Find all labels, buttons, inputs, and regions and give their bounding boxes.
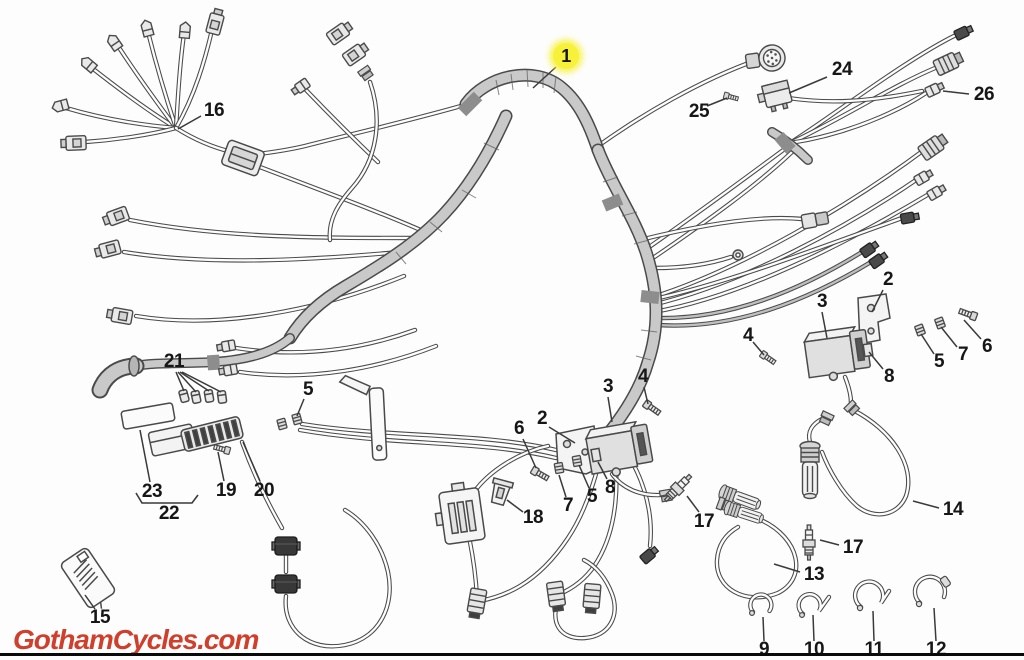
leader-lines xyxy=(84,66,982,642)
logo: GothamCycles.com xyxy=(13,624,259,655)
spark-plug-17 xyxy=(802,524,816,561)
connector xyxy=(50,98,70,114)
connector xyxy=(139,18,155,38)
boot-cuff xyxy=(128,355,140,377)
nut-5 xyxy=(276,417,288,431)
washer-7 xyxy=(933,316,947,330)
connector xyxy=(219,138,267,178)
connector xyxy=(92,238,123,261)
connector xyxy=(178,20,192,40)
round-connector xyxy=(743,42,788,76)
wire-layer xyxy=(63,27,959,649)
connector xyxy=(60,134,87,152)
annotation-graphics xyxy=(135,492,199,504)
relay-24 xyxy=(756,79,793,113)
connector xyxy=(357,64,375,82)
washer-5 xyxy=(571,454,583,468)
connector-19-target xyxy=(271,536,301,556)
connector xyxy=(341,39,372,68)
brace-22 xyxy=(135,492,199,504)
connector xyxy=(465,587,488,620)
finned-resistor-22 xyxy=(180,416,244,452)
ring-terminal xyxy=(732,249,744,261)
connector-20-target xyxy=(271,574,301,594)
sticker-15 xyxy=(60,547,116,609)
retaining-clips xyxy=(748,574,951,618)
connector-cluster-top-right xyxy=(722,23,975,270)
rubber-caps-21 xyxy=(178,388,228,405)
screw-4 xyxy=(641,398,663,418)
clip-pin xyxy=(939,575,951,588)
connector xyxy=(952,23,975,42)
ecu-block xyxy=(434,476,515,545)
screw-6 xyxy=(957,306,979,322)
screw-25 xyxy=(722,91,740,103)
connector xyxy=(325,18,356,47)
spacer-8 xyxy=(590,447,602,463)
bottom-border-line xyxy=(0,653,1024,656)
regulator-group xyxy=(120,355,303,457)
connector xyxy=(899,210,921,225)
harness-collars-and-wrap xyxy=(207,69,796,371)
connector xyxy=(912,167,935,187)
cable-ferrule xyxy=(817,410,835,427)
mounting-bracket xyxy=(338,374,388,461)
plug-cap xyxy=(799,440,821,500)
connector xyxy=(215,339,237,354)
connector xyxy=(204,6,227,37)
connector xyxy=(925,182,948,202)
connector xyxy=(105,305,134,326)
clip-18 xyxy=(490,476,515,507)
connector xyxy=(100,205,131,229)
connector xyxy=(916,130,951,162)
connector xyxy=(581,582,602,615)
ignition-coil-right xyxy=(715,293,979,561)
connector xyxy=(545,580,567,613)
plate-23 xyxy=(120,402,176,430)
inline-connector xyxy=(800,211,830,230)
harness-trunk xyxy=(91,68,813,441)
screw-19 xyxy=(212,442,232,456)
washer-5 xyxy=(913,323,927,337)
connector xyxy=(923,80,946,99)
screw-6 xyxy=(529,465,551,483)
washer-7 xyxy=(553,461,565,475)
connector xyxy=(931,48,966,77)
